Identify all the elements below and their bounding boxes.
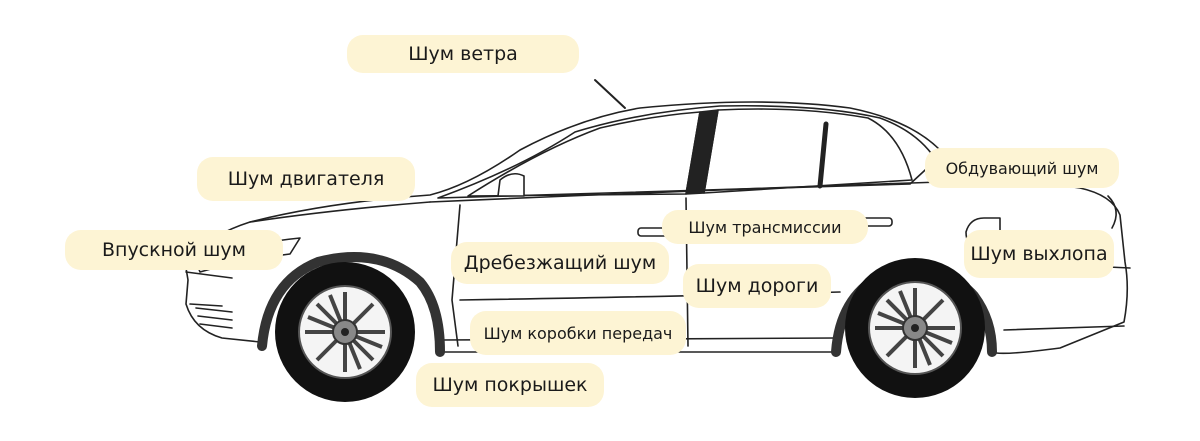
label-exhaust-noise: Шум выхлопа — [964, 230, 1114, 278]
trunk-edge — [1107, 195, 1117, 229]
label-wind-noise: Шум ветра — [347, 35, 579, 73]
front-wheel-arch — [257, 252, 445, 357]
fog-light-grille — [195, 307, 233, 329]
front-door-line — [451, 204, 461, 347]
label-gearbox-noise: Шум коробки передач — [470, 311, 686, 355]
label-transmission-noise: Шум трансмиссии — [662, 210, 868, 244]
label-engine-noise: Шум двигателя — [197, 157, 415, 201]
label-road-noise: Шум дороги — [683, 264, 831, 308]
hood-line — [249, 201, 431, 223]
front-wheel — [275, 262, 415, 402]
rear-wheel — [845, 258, 985, 398]
front-window — [467, 111, 701, 197]
label-intake-noise: Впускной шум — [65, 230, 283, 270]
label-rattle-noise: Дребезжащий шум — [451, 242, 669, 284]
beltline — [429, 181, 941, 203]
rear-window — [703, 108, 913, 194]
label-blow-noise: Обдувающий шум — [925, 148, 1119, 188]
window-frame — [437, 104, 937, 199]
c-pillar — [817, 121, 829, 189]
side-mirror — [497, 172, 525, 197]
label-tire-noise: Шум покрышек — [416, 363, 604, 407]
wind-pointer-line — [594, 79, 626, 109]
front-bumper — [185, 271, 233, 307]
